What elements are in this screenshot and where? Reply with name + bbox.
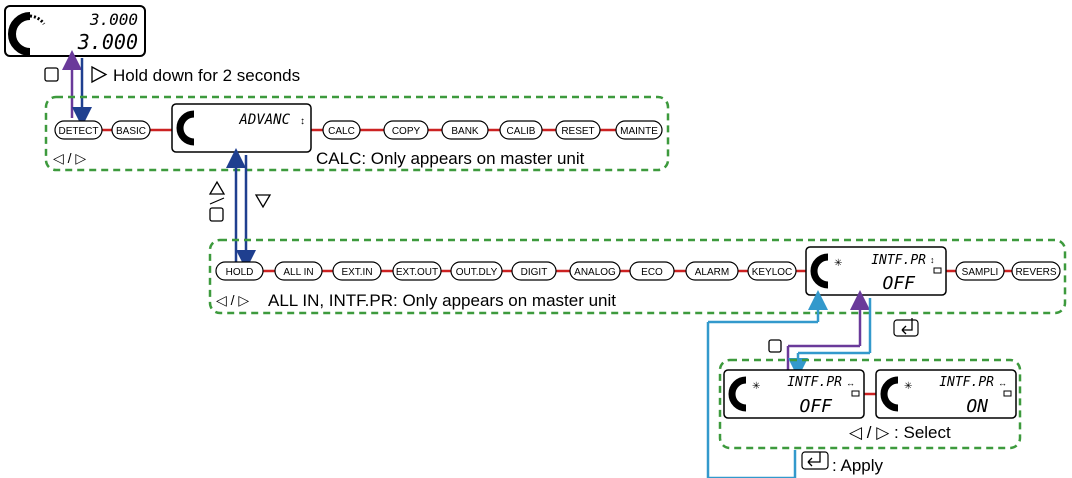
menu-item-label: CALIB bbox=[507, 126, 536, 137]
menu-item-label: ALL IN bbox=[283, 267, 313, 278]
row1-note: CALC: Only appears on master unit bbox=[316, 149, 585, 168]
intf-pr-on-line2: ON bbox=[966, 396, 988, 417]
menu-item-ext-in[interactable]: EXT.IN bbox=[332, 261, 382, 281]
intf-pr-on-line1: INTF.PR bbox=[939, 375, 994, 390]
row2-group bbox=[208, 238, 1067, 315]
sun-icon: ✳ bbox=[834, 258, 842, 269]
row1-nav-hint: ◁ / ▷ bbox=[53, 150, 86, 166]
sun-icon: ✳ bbox=[752, 381, 760, 392]
gauge-icon bbox=[176, 110, 195, 146]
arrows-indicator-icon: ↕ bbox=[300, 116, 305, 127]
menu-item-label: ECO bbox=[641, 267, 663, 278]
gauge-icon bbox=[8, 12, 46, 56]
menu-item-label: CALC bbox=[328, 126, 355, 137]
menu-item-calc[interactable]: CALC bbox=[322, 120, 361, 140]
gauge-icon bbox=[810, 253, 829, 289]
row2-note: ALL IN, INTF.PR: Only appears on master … bbox=[268, 291, 616, 310]
square-button-icon bbox=[768, 339, 782, 353]
menu-item-label: RESET bbox=[561, 126, 594, 137]
menu-item-label: COPY bbox=[392, 126, 421, 137]
menu-item-calib[interactable]: CALIB bbox=[499, 120, 543, 140]
menu-item-label: OUT.DLY bbox=[456, 267, 498, 278]
gauge-icon bbox=[880, 376, 899, 412]
menu-item-revers[interactable]: REVERS bbox=[1011, 261, 1061, 281]
up-triangle-icon bbox=[208, 180, 226, 195]
right-triangle-icon bbox=[91, 65, 108, 84]
menu-item-out-dly[interactable]: OUT.DLY bbox=[450, 261, 503, 281]
top-display-line2: 3.000 bbox=[77, 30, 138, 54]
apply-note: : Apply bbox=[832, 456, 884, 475]
menu-item-bank[interactable]: BANK bbox=[441, 120, 489, 140]
intf-pr-off-display: ✳ INTF.PR ↔ OFF bbox=[723, 369, 865, 419]
hold-hint: Hold down for 2 seconds bbox=[113, 66, 300, 85]
menu-item-analog[interactable]: ANALOG bbox=[569, 261, 621, 281]
row3-note: ◁ / ▷ : Select bbox=[849, 423, 951, 442]
menu-item-label: SAMPLI bbox=[962, 267, 999, 278]
menu-item-label: ALARM bbox=[695, 267, 729, 278]
sun-icon: ✳ bbox=[904, 381, 912, 392]
enter-key-icon bbox=[893, 318, 919, 337]
advanc-display: ADVANC ↕ bbox=[171, 103, 312, 153]
menu-item-label: DIGIT bbox=[521, 267, 548, 278]
menu-item-eco[interactable]: ECO bbox=[629, 261, 675, 281]
menu-item-reset[interactable]: RESET bbox=[555, 120, 601, 140]
menu-item-label: DETECT bbox=[59, 126, 99, 137]
intf-pr-off-line1: INTF.PR bbox=[787, 375, 842, 390]
arrows-indicator-icon: ↔ bbox=[846, 378, 855, 388]
intf-pr-off-line2: OFF bbox=[799, 396, 833, 417]
menu-item-label: HOLD bbox=[226, 267, 254, 278]
down-triangle-icon bbox=[254, 194, 272, 209]
square-button-icon bbox=[44, 67, 59, 82]
menu-item-hold[interactable]: HOLD bbox=[215, 261, 264, 281]
menu-item-ext-out[interactable]: EXT.OUT bbox=[392, 261, 442, 281]
menu-item-keyloc[interactable]: KEYLOC bbox=[747, 261, 797, 281]
arrows-indicator-icon: ↔ bbox=[998, 378, 1007, 388]
advanc-display-text: ADVANC bbox=[238, 112, 290, 128]
menu-item-all-in[interactable]: ALL IN bbox=[274, 261, 323, 281]
gauge-icon bbox=[728, 376, 747, 412]
intf-pr-display-line2: OFF bbox=[882, 273, 916, 294]
menu-item-label: BASIC bbox=[116, 126, 146, 137]
square-button-icon bbox=[209, 207, 224, 222]
row3-group bbox=[718, 358, 1022, 450]
arrows-indicator-icon: ↕ bbox=[930, 255, 935, 265]
intf-pr-display-line1: INTF.PR bbox=[871, 253, 926, 268]
menu-item-basic[interactable]: BASIC bbox=[111, 120, 151, 140]
menu-item-label: EXT.OUT bbox=[396, 267, 438, 278]
menu-item-label: BANK bbox=[451, 126, 479, 137]
intf-pr-on-display: ✳ INTF.PR ↔ ON bbox=[875, 369, 1017, 419]
menu-item-label: EXT.IN bbox=[341, 267, 372, 278]
menu-item-label: REVERS bbox=[1015, 267, 1056, 278]
top-display: 3.000 3.000 bbox=[4, 5, 146, 57]
enter-key-icon bbox=[801, 451, 829, 470]
menu-item-mainte[interactable]: MAINTE bbox=[615, 120, 663, 140]
menu-item-copy[interactable]: COPY bbox=[383, 120, 429, 140]
menu-item-alarm[interactable]: ALARM bbox=[685, 261, 739, 281]
intf-pr-display: ✳ INTF.PR ↕ OFF bbox=[805, 246, 947, 296]
top-display-line1: 3.000 bbox=[89, 10, 138, 29]
menu-item-label: ANALOG bbox=[574, 267, 616, 278]
menu-item-digit[interactable]: DIGIT bbox=[511, 261, 557, 281]
row1-group bbox=[44, 95, 670, 172]
menu-item-detect[interactable]: DETECT bbox=[54, 120, 103, 140]
menu-item-sampli[interactable]: SAMPLI bbox=[955, 261, 1005, 281]
menu-item-label: KEYLOC bbox=[752, 267, 793, 278]
row2-nav-hint: ◁ / ▷ bbox=[216, 292, 249, 308]
menu-item-label: MAINTE bbox=[620, 126, 658, 137]
